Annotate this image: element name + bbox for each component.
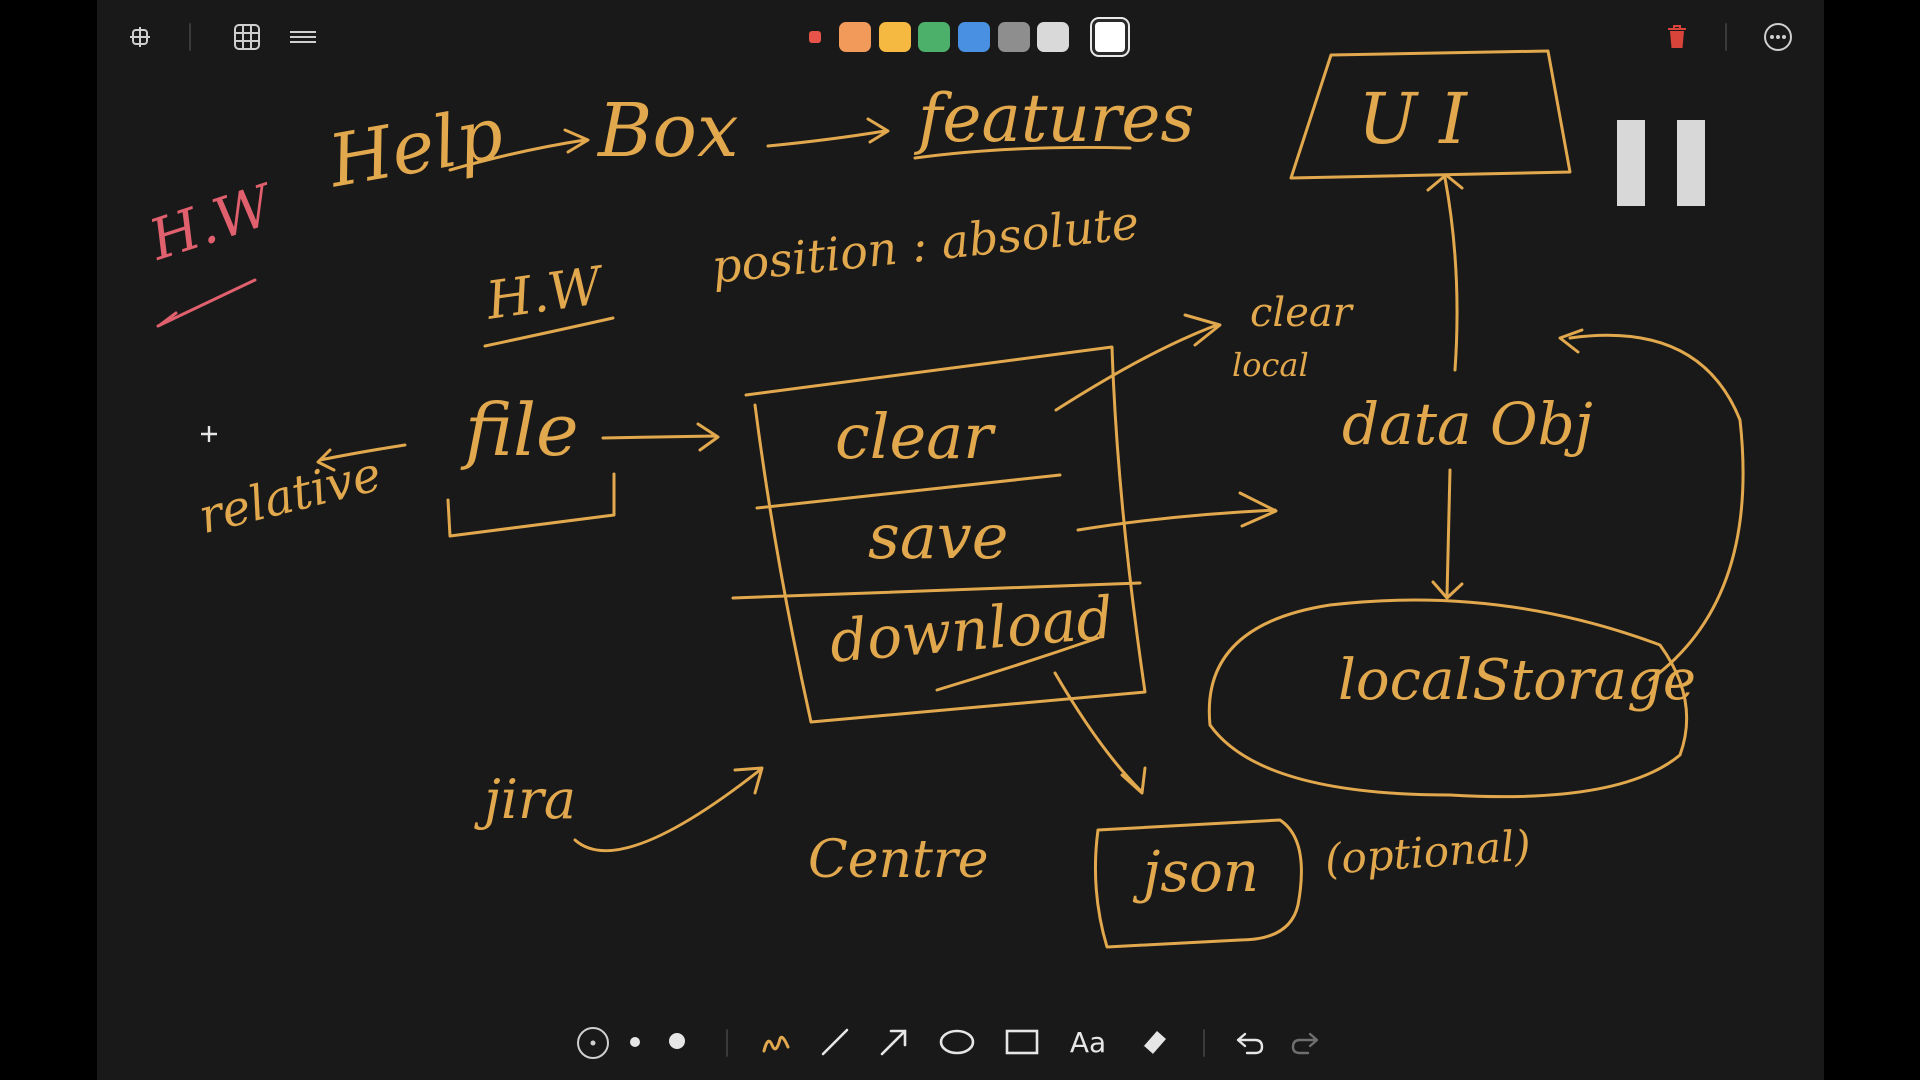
fit-screen-icon[interactable] [126,22,154,52]
clear-local-line1: clear [1250,290,1352,336]
color-swatch-orange[interactable] [839,22,871,52]
undo-icon[interactable] [1233,1027,1267,1057]
data-obj-label: data Obj [1342,390,1593,458]
text-tool-icon[interactable]: Aa [1069,1025,1107,1059]
ui-label: U I [1358,78,1467,160]
toolbar-divider [726,1029,728,1057]
line-icon[interactable] [818,1025,852,1059]
thick-stroke-icon[interactable] [666,1030,688,1052]
toolbar-divider [189,23,191,51]
crosshair-cursor-icon [200,425,218,447]
laser-pointer-icon[interactable] [575,1025,611,1061]
color-swatch-red[interactable] [809,31,821,43]
pen-icon[interactable] [759,1025,793,1059]
toolbar-divider [1203,1029,1205,1057]
color-swatch-blue[interactable] [958,22,990,52]
json-label: json [1143,840,1259,905]
arrow-icon[interactable] [877,1025,911,1059]
clear-local-line2: local [1232,346,1309,384]
toolbar-divider [1725,23,1727,51]
color-swatch-green[interactable] [918,22,950,52]
color-swatch-white-selected[interactable] [1090,17,1130,57]
color-swatch-yellow[interactable] [879,22,911,52]
ellipse-icon[interactable] [938,1025,976,1059]
more-icon[interactable] [1762,21,1794,53]
pause-icon[interactable] [1617,120,1705,206]
grid-icon[interactable] [232,22,262,52]
top-toolbar [0,0,1920,74]
jira-label: jira [484,768,577,831]
color-swatch-gray[interactable] [998,22,1030,52]
file-label: file [465,388,579,472]
box-label: Box [598,88,739,174]
bottom-toolbar: Aa [0,1005,1920,1079]
centre-label: Centre [808,830,989,890]
eraser-icon[interactable] [1135,1025,1171,1059]
redo-icon[interactable] [1288,1027,1322,1057]
clear-option: clear [835,400,993,473]
save-option: save [868,500,1009,573]
menu-icon[interactable] [287,22,319,52]
color-swatch-light-gray[interactable] [1037,22,1069,52]
thin-stroke-icon[interactable] [627,1034,643,1050]
local-storage-label: localStorage [1338,648,1697,713]
features-label: features [918,80,1195,157]
rectangle-icon[interactable] [1003,1025,1041,1059]
trash-icon[interactable] [1663,23,1691,51]
